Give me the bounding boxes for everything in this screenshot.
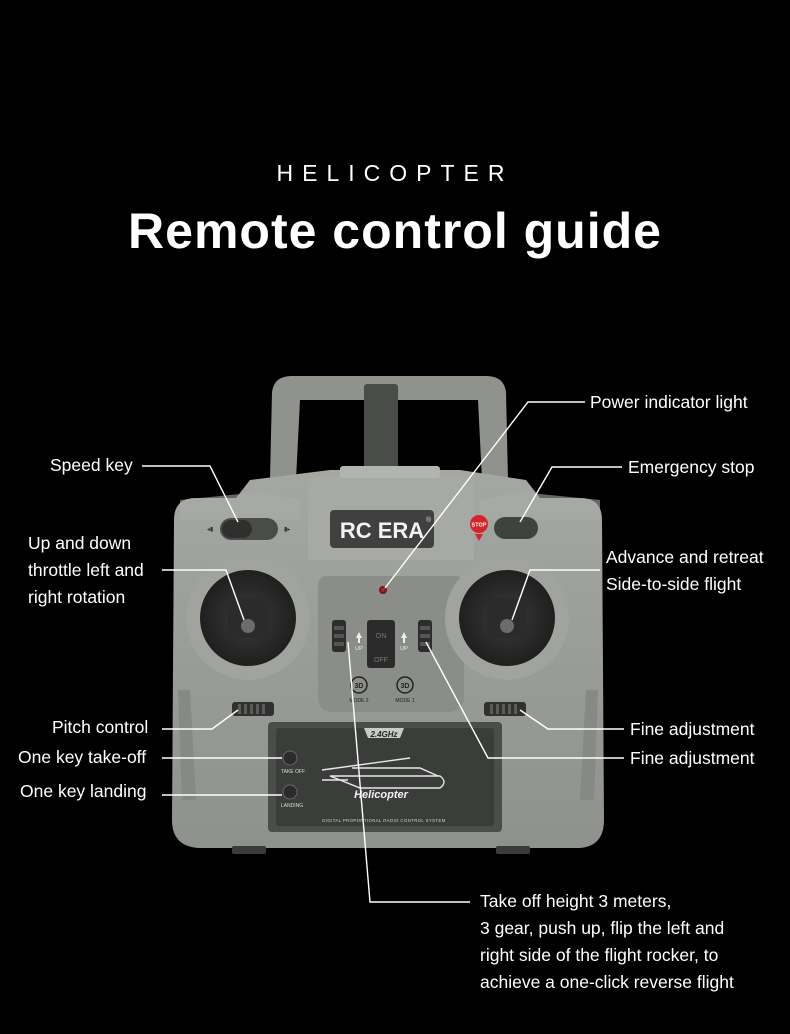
svg-text:UP: UP	[400, 646, 408, 652]
svg-text:ON: ON	[376, 633, 387, 640]
mode1-badge	[396, 676, 414, 694]
label-up-down-line1: Up and down	[28, 533, 132, 553]
svg-text:®: ®	[426, 516, 432, 524]
antenna	[364, 384, 398, 476]
helicopter-logo	[321, 757, 445, 789]
callout-lines	[142, 401, 624, 903]
svg-text:3D: 3D	[401, 683, 410, 690]
svg-text:Helicopter: Helicopter	[354, 789, 409, 801]
label-takeoff-note-line1: Take off height 3 meters,	[480, 891, 672, 911]
label-speed-key: Speed key	[50, 455, 133, 475]
fine-adjustment-wheel	[484, 702, 526, 716]
brand-logo: RC ERA	[340, 518, 424, 543]
stop-badge	[470, 515, 488, 533]
svg-text:2.4GHz: 2.4GHz	[369, 730, 397, 739]
svg-text:MODE 1: MODE 1	[395, 698, 414, 704]
power-switch	[367, 620, 395, 668]
label-one-key-takeoff: One key take-off	[18, 747, 147, 767]
svg-text:DIGITAL PROPORTIONAL RADIO CON: DIGITAL PROPORTIONAL RADIO CONTROL SYSTE…	[322, 818, 445, 823]
label-takeoff-note-line2: 3 gear, push up, flip the left and	[480, 918, 725, 938]
label-emergency-stop: Emergency stop	[628, 457, 755, 477]
label-fine-adjustment-2: Fine adjustment	[630, 748, 755, 768]
emergency-stop-button	[494, 517, 538, 539]
brand-plate	[330, 510, 434, 548]
svg-text:MODE 2: MODE 2	[349, 698, 368, 704]
landing-button	[282, 784, 298, 800]
takeoff-button	[282, 750, 298, 766]
stop-label: STOP	[472, 523, 487, 529]
svg-text:OFF: OFF	[374, 657, 388, 664]
left-stick	[241, 619, 255, 633]
svg-text:▮▸: ▮▸	[284, 527, 290, 533]
label-pitch-control: Pitch control	[52, 717, 149, 737]
label-takeoff-note-line4: achieve a one-click reverse flight	[480, 972, 734, 992]
svg-text:TAKE OFF: TAKE OFF	[281, 769, 305, 775]
page-title: Remote control guide	[128, 203, 662, 259]
label-advance-line2: Side-to-side flight	[606, 574, 742, 594]
right-stick	[500, 619, 514, 633]
svg-text:LANDING: LANDING	[281, 803, 303, 809]
svg-text:UP: UP	[355, 646, 363, 652]
svg-text:◂▮: ◂▮	[207, 527, 213, 533]
pitch-control-wheel	[232, 702, 274, 716]
label-one-key-landing: One key landing	[20, 781, 147, 801]
label-up-down-line2: throttle left and	[28, 560, 144, 580]
label-fine-adjustment-1: Fine adjustment	[630, 719, 755, 739]
label-takeoff-note-line3: right side of the flight rocker, to	[480, 945, 719, 965]
label-power-indicator: Power indicator light	[590, 392, 748, 412]
page-kicker: HELICOPTER	[276, 160, 514, 186]
label-up-down-line3: right rotation	[28, 587, 126, 607]
svg-text:3D: 3D	[355, 683, 364, 690]
label-advance-line1: Advance and retreat	[606, 547, 764, 567]
